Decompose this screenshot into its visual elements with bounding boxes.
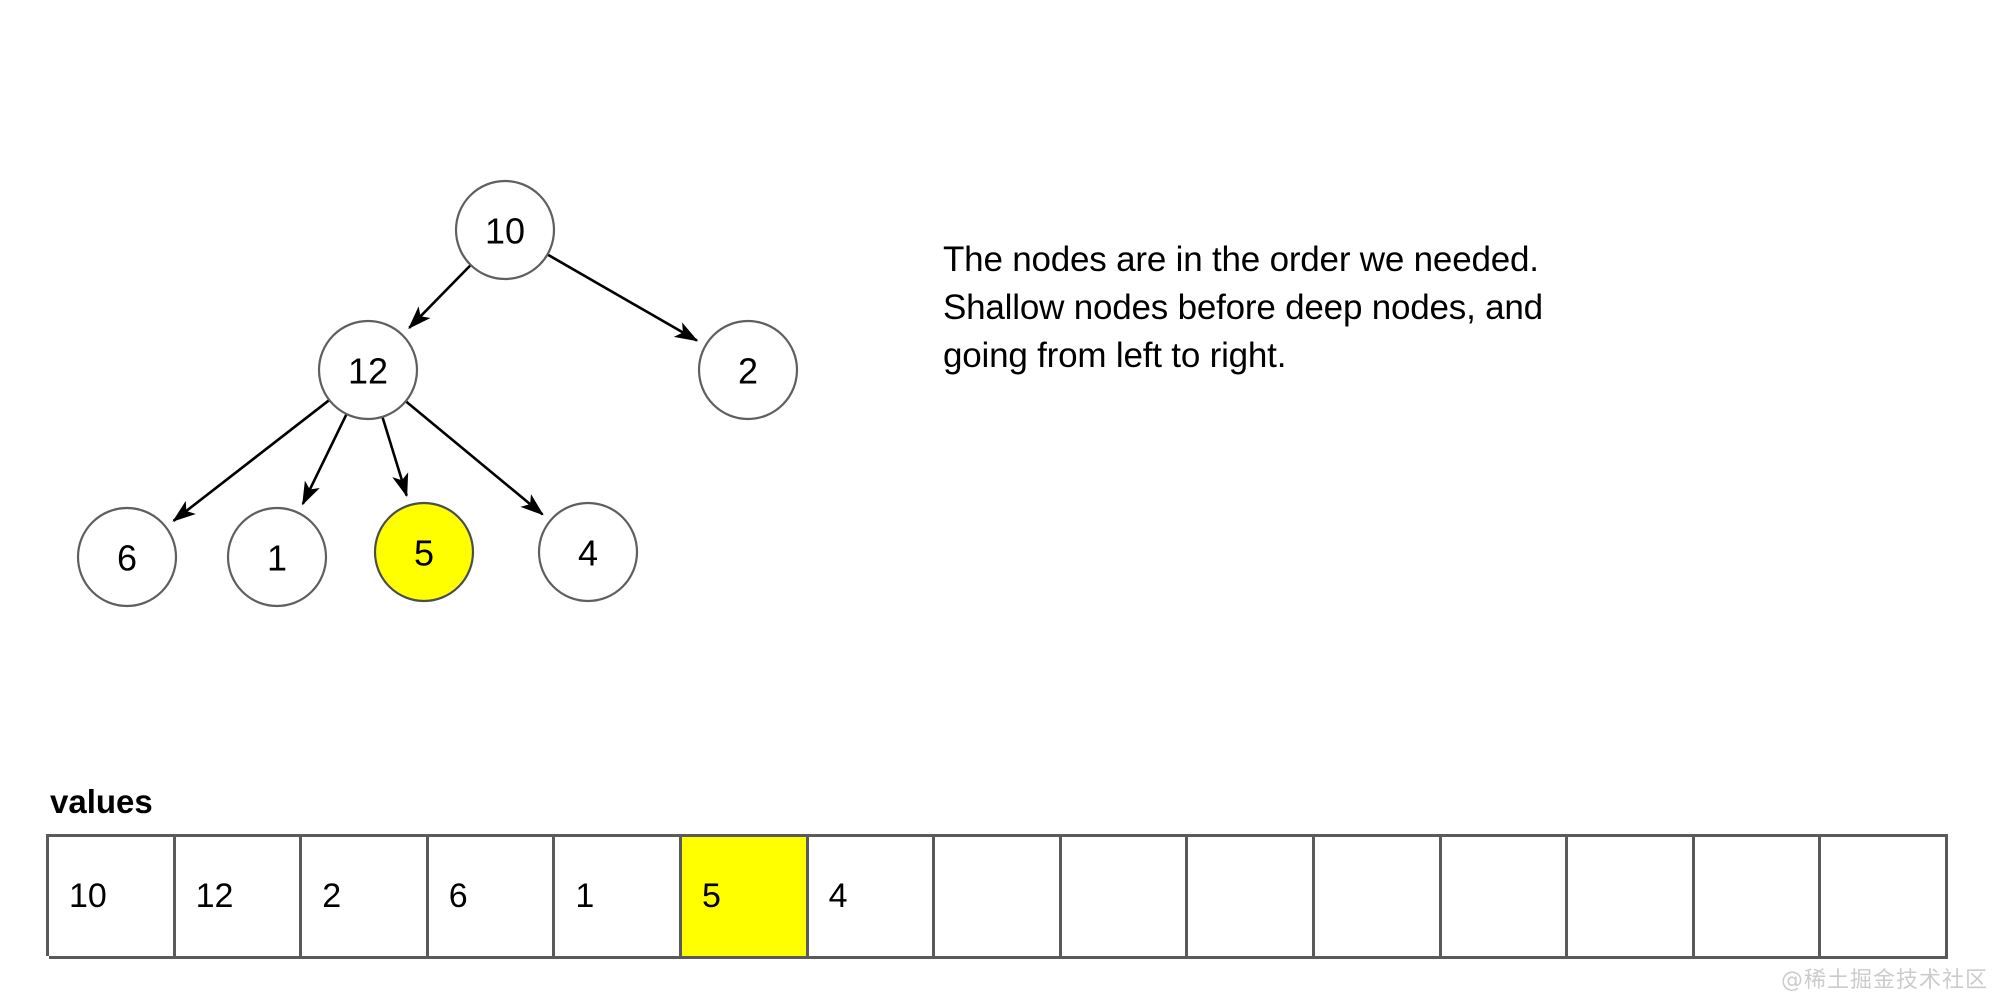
node-circle-4 <box>537 501 639 603</box>
array-cell-6[interactable]: 4 <box>808 837 936 959</box>
array-cell-value-2: 2 <box>322 877 342 915</box>
node-circle-1 <box>226 506 328 608</box>
array-cell-3[interactable]: 6 <box>428 837 556 959</box>
array-cell-2[interactable]: 2 <box>302 837 429 959</box>
array-cell-value-5: 5 <box>701 877 721 915</box>
array-cell-14[interactable] <box>1821 837 1948 959</box>
node-circle-6 <box>76 506 178 608</box>
node-label-6: 6 <box>117 538 137 579</box>
array-cell-value-0: 10 <box>69 877 107 915</box>
node-circle-5 <box>373 501 475 603</box>
tree-edge-n10-to-n2 <box>546 253 699 342</box>
node-circle-12 <box>317 319 419 421</box>
array-cell-7[interactable] <box>935 837 1062 959</box>
caption-text: The nodes are in the order we needed. Sh… <box>943 240 1543 375</box>
values-array-label: values <box>50 783 153 820</box>
array-cell-9[interactable] <box>1188 837 1315 959</box>
tree-node-4[interactable]: 4 <box>537 501 639 603</box>
node-label-4: 4 <box>578 533 598 574</box>
node-label-10: 10 <box>485 211 525 252</box>
array-cell-11[interactable] <box>1441 837 1569 959</box>
node-circle-2 <box>697 319 799 421</box>
array-cell-1[interactable]: 12 <box>175 837 303 959</box>
watermark: @稀土掘金技术社区 <box>1780 968 1988 993</box>
array-cell-value-6: 4 <box>828 877 848 915</box>
array-cell-13[interactable] <box>1694 837 1822 959</box>
array-cell-value-3: 6 <box>448 877 468 915</box>
node-label-1: 1 <box>267 538 287 579</box>
tree-edge-n12-to-n1 <box>301 413 348 506</box>
tree-node-1[interactable]: 1 <box>226 506 328 608</box>
tree-node-2[interactable]: 2 <box>697 319 799 421</box>
tree-node-5[interactable]: 5 <box>373 501 475 603</box>
array-cell-12[interactable] <box>1568 837 1695 959</box>
tree-edge-n12-to-n4 <box>404 400 544 516</box>
array-cell-4[interactable]: 1 <box>555 837 682 959</box>
array-cell-5[interactable]: 5 <box>681 837 809 959</box>
tree-edge-n10-to-n12 <box>408 264 472 329</box>
tree-edge-n12-to-n6 <box>172 399 331 522</box>
array-cell-value-4: 1 <box>575 877 595 915</box>
array-cell-0[interactable]: 10 <box>49 837 176 959</box>
tree-diagram: 10 12 2 6 1 5 4 <box>76 179 799 608</box>
array-cell-8[interactable] <box>1061 837 1189 959</box>
array-cell-value-1: 12 <box>195 877 234 915</box>
tree-nodes: 10 12 2 6 1 5 4 <box>76 179 799 608</box>
node-label-2: 2 <box>738 351 758 392</box>
tree-node-12[interactable]: 12 <box>317 319 419 421</box>
array-cell-10[interactable] <box>1314 837 1442 959</box>
values-array: 10 12 2 6 1 5 4 <box>46 834 1948 959</box>
node-label-5: 5 <box>414 533 434 574</box>
node-label-12: 12 <box>348 351 388 392</box>
tree-node-6[interactable]: 6 <box>76 506 178 608</box>
tree-edge-n12-to-n5 <box>381 416 409 498</box>
tree-edges <box>172 253 699 522</box>
tree-node-10[interactable]: 10 <box>454 179 556 281</box>
node-circle-10 <box>454 179 556 281</box>
